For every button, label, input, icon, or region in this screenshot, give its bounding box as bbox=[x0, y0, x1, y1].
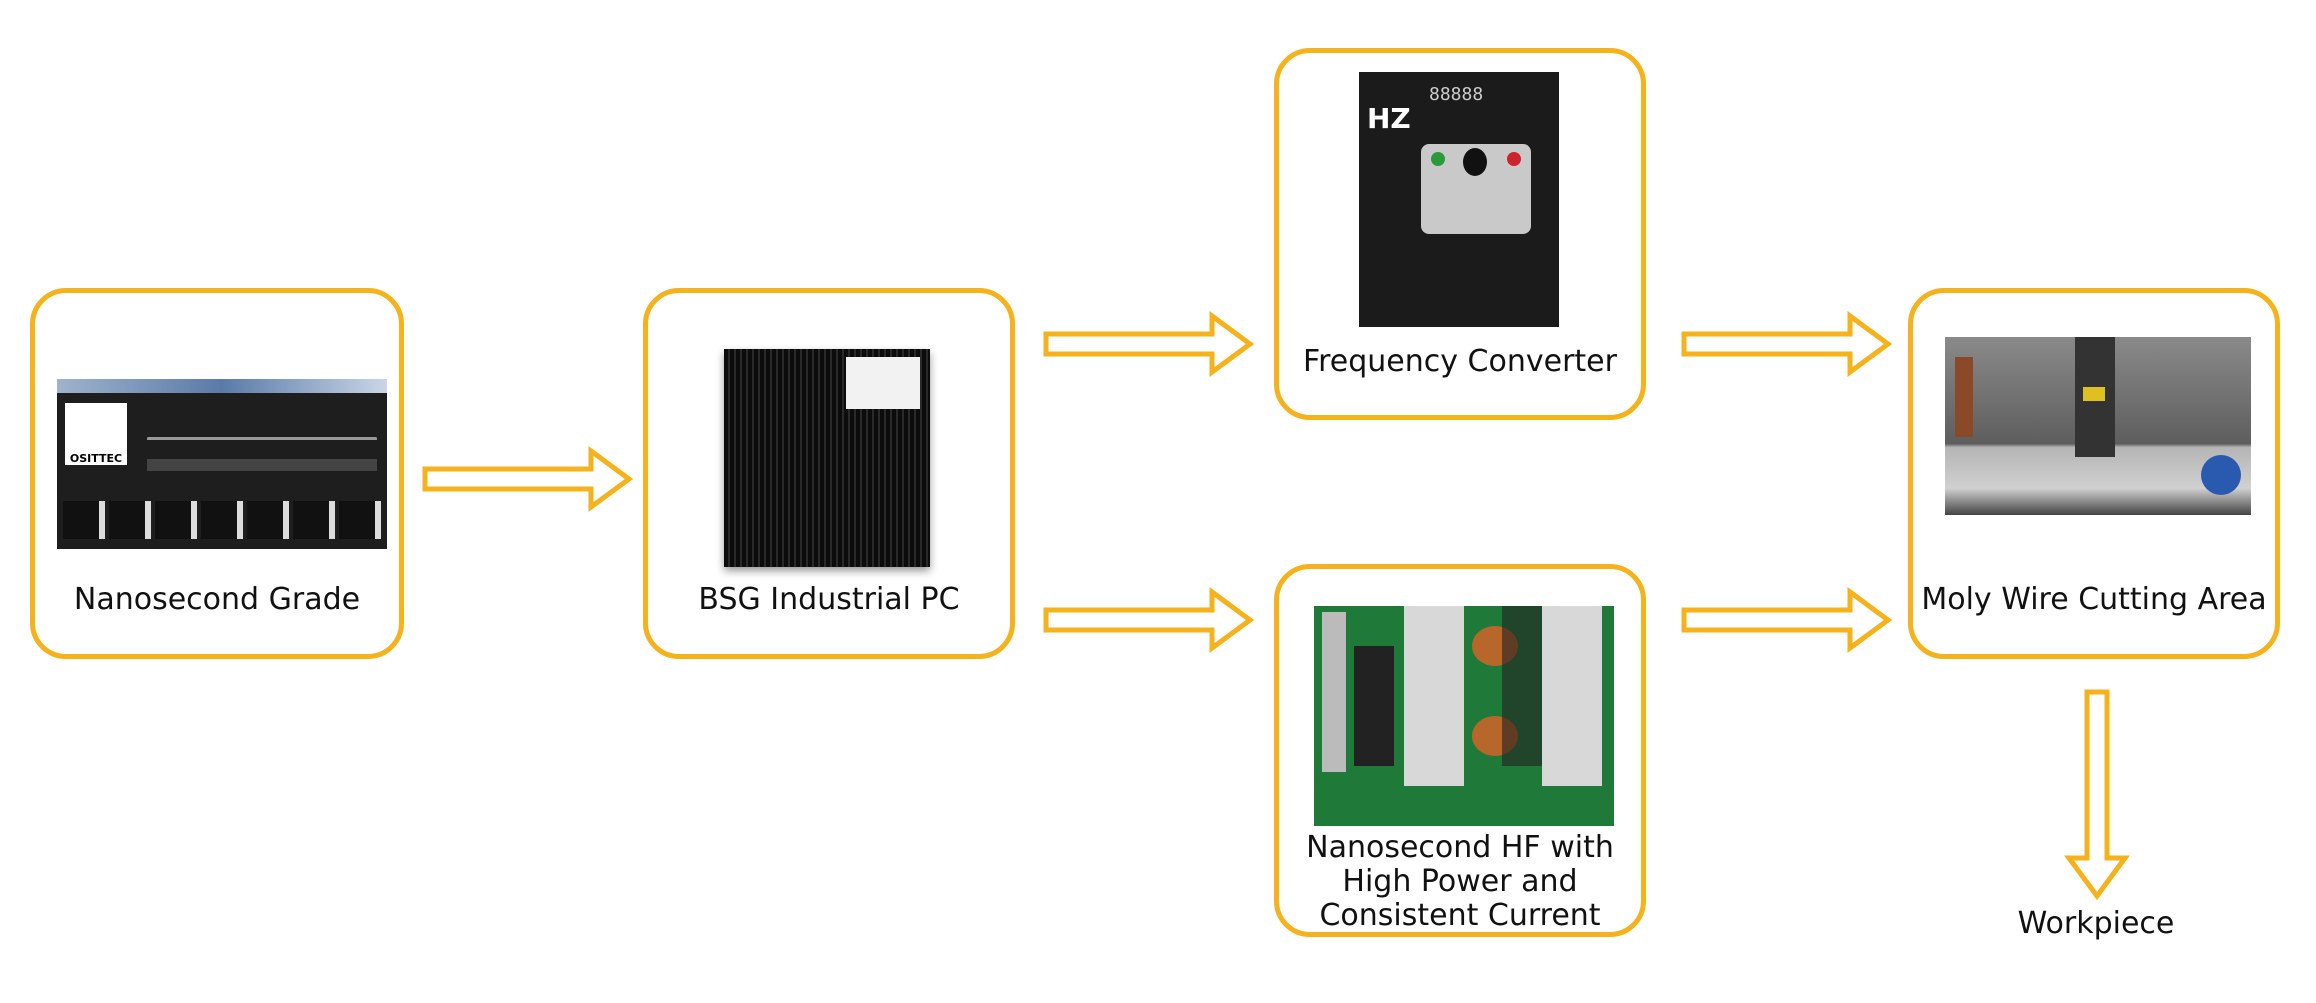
node-label: Nanosecond HF with High Power and Consis… bbox=[1279, 831, 1641, 933]
frequency-converter-image: HZ 88888 bbox=[1359, 72, 1559, 327]
node-cutting-area: Moly Wire Cutting Area bbox=[1908, 288, 2280, 659]
positec-logo: OSITTEC bbox=[65, 403, 127, 465]
node-label: Nanosecond Grade bbox=[73, 582, 361, 617]
node-label: BSG Industrial PC bbox=[698, 582, 960, 617]
node-industrial-pc: BSG Industrial PC bbox=[643, 288, 1015, 659]
node-label: Moly Wire Cutting Area bbox=[1921, 582, 2267, 617]
label-line: High Power and bbox=[1342, 864, 1578, 899]
node-nanosecond-grade: OSITTEC Nanosecond Grade bbox=[30, 288, 404, 659]
label-line: Consistent Current bbox=[1319, 898, 1601, 933]
software-screenshot-image: OSITTEC bbox=[57, 379, 387, 549]
arrow-software-to-pc bbox=[422, 446, 634, 512]
arrow-cutting-to-workpiece bbox=[2064, 689, 2130, 901]
node-label: Frequency Converter bbox=[1303, 344, 1617, 379]
hf-circuit-board-image bbox=[1314, 606, 1614, 826]
arrow-pc-to-hf bbox=[1043, 587, 1255, 653]
node-nanosecond-hf: Nanosecond HF with High Power and Consis… bbox=[1274, 564, 1646, 937]
label-line: Nanosecond HF with bbox=[1306, 830, 1614, 865]
industrial-pc-image bbox=[724, 349, 930, 567]
brand-logo: HZ bbox=[1367, 102, 1411, 135]
workpiece-label: Workpiece bbox=[2017, 906, 2175, 941]
node-frequency-converter: HZ 88888 Frequency Converter bbox=[1274, 48, 1646, 420]
arrow-converter-to-cutting bbox=[1681, 311, 1893, 377]
led-display: 88888 bbox=[1429, 84, 1484, 105]
cutting-area-image bbox=[1945, 337, 2251, 515]
arrow-pc-to-converter bbox=[1043, 311, 1255, 377]
logo-text: OSITTEC bbox=[69, 452, 123, 465]
arrow-hf-to-cutting bbox=[1681, 587, 1893, 653]
